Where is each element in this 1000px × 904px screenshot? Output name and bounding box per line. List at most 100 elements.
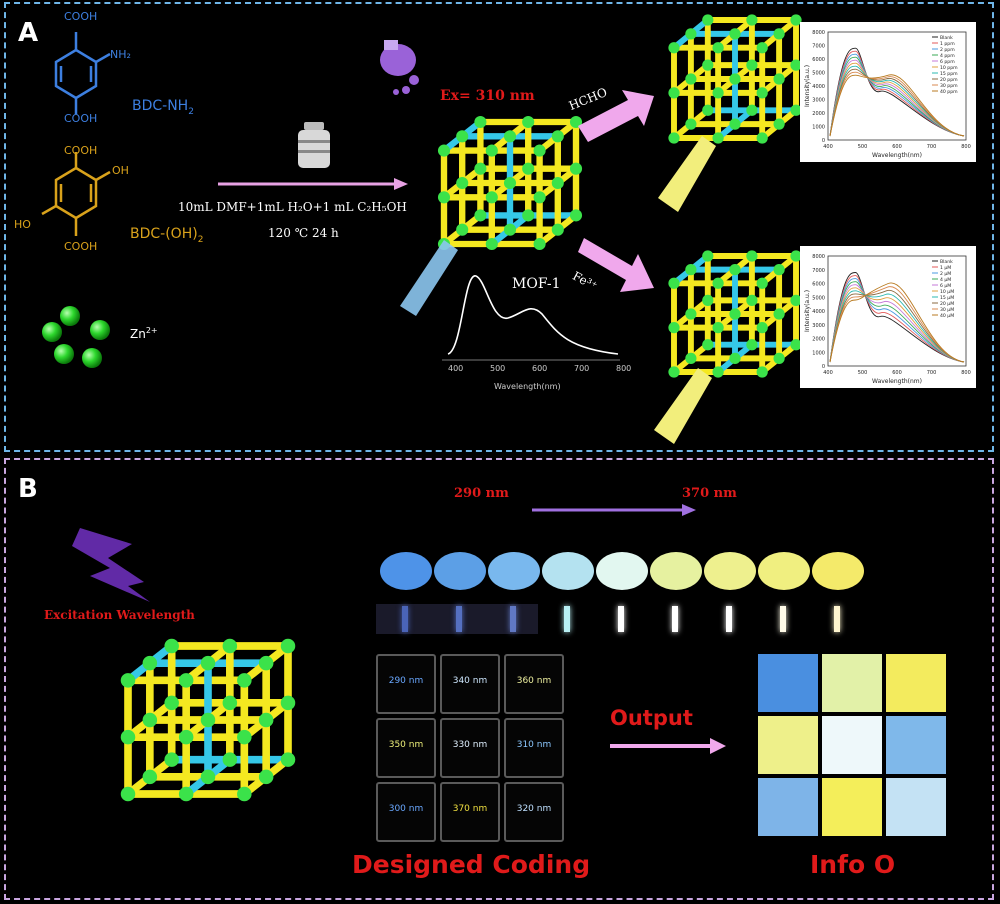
lattice-node — [746, 294, 758, 306]
fluorescence-strip-cell — [484, 604, 538, 634]
chart-frame — [827, 255, 967, 367]
lattice-node — [729, 352, 741, 364]
coding-cell-label: 300 nm — [388, 804, 424, 814]
lattice-node — [790, 59, 802, 71]
lattice-node — [712, 42, 724, 54]
lattice-node — [485, 191, 498, 204]
lattice-node — [756, 322, 768, 334]
output-label: Output — [610, 706, 693, 730]
lattice-node — [551, 176, 564, 190]
bdc-nh2-top-group: COOH — [64, 10, 98, 23]
chart-series-line — [829, 284, 965, 363]
lattice-node — [790, 339, 802, 351]
lattice-node — [773, 264, 785, 276]
lattice-node — [756, 87, 768, 99]
lattice-node — [437, 191, 451, 204]
coding-cell: 370 nm — [440, 782, 500, 842]
chart-x-tick: 800 — [961, 370, 971, 376]
chart-y-tick: 4000 — [812, 309, 825, 315]
light-beam-blue — [400, 240, 458, 316]
chart-legend-label: Blank — [940, 35, 953, 41]
coding-cell-label: 290 nm — [388, 676, 424, 686]
info-cell — [886, 778, 946, 836]
lattice-node — [178, 729, 194, 745]
chart-y-tick: 8000 — [812, 30, 825, 36]
lattice-node — [712, 132, 724, 144]
chart-x-label: Wavelength(nm) — [872, 378, 922, 385]
fluorescence-strip — [834, 606, 840, 632]
chart-x-tick: 600 — [892, 144, 902, 150]
lattice-node — [790, 250, 802, 262]
chart-x-tick: 800 — [961, 144, 971, 150]
fluorescence-strip-cell — [592, 604, 646, 634]
bdc-oh2-top-group: COOH — [64, 144, 98, 157]
lattice-node — [746, 339, 758, 351]
chart-legend-label: 4 μM — [940, 277, 951, 283]
lattice-node — [522, 115, 535, 129]
chart-y-tick: 6000 — [812, 57, 825, 63]
coding-cell: 320 nm — [504, 782, 564, 842]
lattice-node — [280, 752, 296, 767]
lattice-node — [551, 130, 564, 143]
chart-legend-label: 4 ppm — [940, 53, 955, 59]
excitation-wavelength-title: Excitation Wavelength — [44, 608, 195, 622]
chart-y-label: Intensity(a.u.) — [804, 290, 811, 332]
lattice-node — [746, 250, 758, 262]
lattice-node — [258, 655, 274, 671]
lattice-node — [178, 786, 194, 802]
lattice-node — [702, 104, 714, 116]
fluorescence-strip — [726, 606, 732, 632]
lattice-node — [685, 264, 697, 276]
bdc-nh2-bottom-group: COOH — [64, 112, 98, 125]
fluorescence-strip — [618, 606, 624, 632]
info-cell — [822, 716, 882, 774]
chart-legend-label: 2 ppm — [940, 47, 955, 53]
lattice-node — [773, 73, 785, 85]
bdc-oh2-bottom-group: COOH — [64, 240, 98, 253]
chart-y-tick: 4000 — [812, 84, 825, 90]
chart-y-tick: 2000 — [812, 337, 825, 343]
lattice-node — [456, 130, 469, 143]
info-title: Info O — [810, 850, 896, 879]
lattice-node — [773, 118, 785, 130]
chart-legend-label: 1 ppm — [940, 41, 955, 47]
lattice-node — [668, 277, 680, 289]
lattice-node — [756, 132, 768, 144]
lattice-node — [522, 162, 535, 175]
lattice-node — [164, 752, 179, 767]
chart-x-tick: 500 — [858, 370, 868, 376]
bdc-oh2-left-group: HO — [14, 218, 31, 231]
fluorescence-strip-cell — [808, 604, 862, 634]
fluorescence-strip-cell — [754, 604, 808, 634]
lattice-node — [474, 162, 487, 175]
lattice-node — [702, 250, 714, 262]
lattice-node — [164, 638, 179, 654]
lattice-node — [773, 308, 785, 320]
lattice-node — [712, 87, 724, 99]
lattice-node — [712, 277, 724, 289]
info-cell — [758, 716, 818, 774]
chart-x-tick: 700 — [927, 144, 937, 150]
fluorescence-strip-cell — [700, 604, 754, 634]
weight-icon — [298, 122, 330, 168]
lattice-node — [120, 673, 136, 688]
fluorescence-strip-cell — [430, 604, 484, 634]
lattice-node — [685, 352, 697, 364]
lattice-node — [773, 28, 785, 40]
lattice-node — [668, 42, 680, 54]
excitation-wavelength-label: Ex= 310 nm — [440, 88, 535, 104]
lattice-node — [756, 366, 768, 378]
info-output-grid — [758, 654, 950, 840]
lattice-node — [756, 42, 768, 54]
chart-y-tick: 3000 — [812, 98, 825, 104]
lattice-node — [773, 352, 785, 364]
emission-swatch — [596, 552, 648, 590]
lattice-node — [120, 786, 136, 802]
lattice-node — [474, 115, 487, 129]
panel-b-label: B — [18, 474, 38, 504]
zn-label: Zn2+ — [130, 326, 158, 341]
